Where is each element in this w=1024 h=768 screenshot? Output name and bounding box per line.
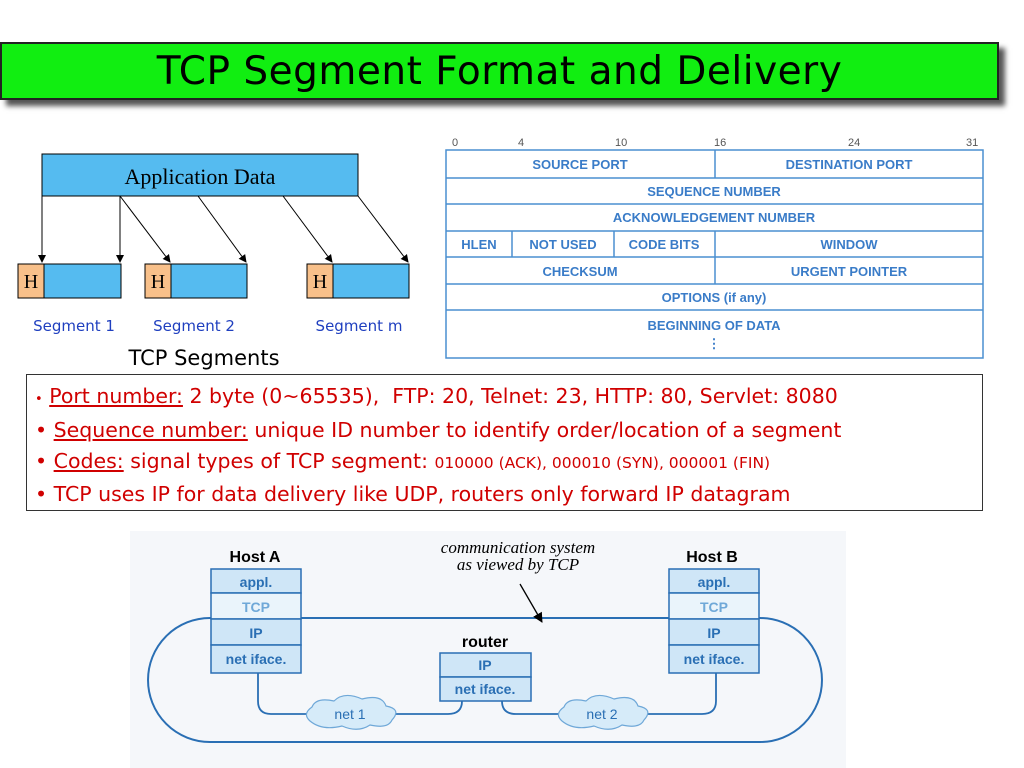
net-2-cloud: net 2 [557,694,649,730]
annotation-line-2: as viewed by TCP [457,555,579,574]
bullet-text: signal types of TCP segment: [123,449,435,473]
host-a-title: Host A [230,549,281,566]
segment-1-header-letter: H [24,271,38,293]
field-hlen: HLEN [461,237,496,252]
field-sequence-number: SEQUENCE NUMBER [647,184,781,199]
net-1-link [257,673,463,715]
segment-1-label: Segment 1 [33,317,115,335]
bullet-codes: • Codes: signal types of TCP segment: 01… [35,446,982,479]
field-acknowledgement-number: ACKNOWLEDGEMENT NUMBER [613,210,816,225]
segment-m-header [306,263,334,299]
host-b-appl-label: appl. [698,574,731,590]
router: router IP net iface. [439,634,532,702]
bullet-mark: • [35,392,43,407]
segments-caption: TCP Segments [127,346,279,370]
bullet-sequence-number: • Sequence number: unique ID number to i… [35,415,982,446]
host-b: Host B appl. TCP IP net iface. [668,549,760,674]
host-b-net-iface-label: net iface. [684,651,745,667]
segment-m-label: Segment m [316,317,403,335]
host-a-net-iface-layer [210,644,302,674]
bit-tick-0: 0 [452,137,458,149]
field-urgent-pointer: URGENT POINTER [791,264,908,279]
title-bar: TCP Segment Format and Delivery [0,42,999,100]
router-net-iface-layer [439,676,532,702]
bullet-ip-delivery: • TCP uses IP for data delivery like UDP… [35,479,982,510]
field-beginning-of-data: BEGINNING OF DATA [647,318,781,333]
net-2-label: net 2 [586,706,617,722]
host-b-ip-label: IP [707,625,720,641]
field-options: OPTIONS (if any) [662,290,767,305]
bullet-text: 2 byte (0~65535), FTP: 20, Telnet: 23, H… [182,384,838,408]
arrow-to-segment-m-right [357,195,409,263]
segment-2-header-letter: H [151,271,165,293]
field-destination-port: DESTINATION PORT [786,157,913,172]
segment-1: H [17,263,122,299]
host-a-ip-layer [210,618,302,646]
router-net-iface-label: net iface. [455,681,516,697]
host-a-tcp-label: TCP [242,599,270,615]
host-b-ip-layer [668,618,760,646]
host-a-net-iface-label: net iface. [226,651,287,667]
router-ip-label: IP [478,657,491,673]
bit-tick-31: 31 [966,137,978,149]
host-a-ip-label: IP [249,625,262,641]
segment-2-label: Segment 2 [153,317,235,335]
host-a: Host A appl. TCP IP net iface. [210,549,302,674]
host-b-net-iface-layer [668,644,760,674]
segment-m: H [306,263,410,299]
net-1-cloud: net 1 [305,694,397,730]
host-b-tcp-layer [668,592,760,620]
field-window: WINDOW [820,237,878,252]
host-a-appl-label: appl. [240,574,273,590]
host-b-tcp-label: TCP [700,599,728,615]
network-delivery-diagram: communication system as viewed by TCP Ho… [130,531,846,768]
router-title: router [462,634,508,651]
field-data-ellipsis: ⋮ [708,336,721,351]
segment-m-body [332,263,410,299]
application-data-box [41,153,359,197]
segment-m-header-letter: H [313,271,327,293]
net-2-link [501,673,717,715]
field-code-bits: CODE BITS [629,237,700,252]
bit-tick-16: 16 [714,137,726,149]
net-1-label: net 1 [334,706,365,722]
tcp-view-loop [147,617,823,743]
field-source-port: SOURCE PORT [532,157,627,172]
segment-2: H [144,263,248,299]
arrow-to-segment-2-right [197,195,247,263]
bullet-port-number: • Port number: 2 byte (0~65535), FTP: 20… [35,381,982,415]
host-b-title: Host B [686,549,738,566]
bullet-codes-values: 010000 (ACK), 000010 (SYN), 000001 (FIN) [434,454,771,472]
host-b-appl-layer [668,568,760,594]
bit-tick-4: 4 [518,137,524,149]
segment-1-body [43,263,122,299]
annotation-line-1: communication system [441,538,595,557]
arrow-to-segment-2-left [119,195,171,263]
bullet-mark: • [35,482,48,506]
segmentation-diagram: Application Data H H H Segment 1 Segment… [17,153,410,370]
notes-box: • Port number: 2 byte (0~65535), FTP: 20… [26,374,983,511]
segment-2-header [144,263,172,299]
bullet-mark: • [35,449,48,473]
bit-tick-10: 10 [615,137,627,149]
annotation-arrow [519,583,543,623]
bullet-term: Codes: [53,449,124,473]
bullet-mark: • [35,418,48,442]
slide-title: TCP Segment Format and Delivery [156,48,843,94]
bullet-term: Sequence number: [53,418,248,442]
host-a-appl-layer [210,568,302,594]
tcp-header-format: 0 4 10 16 24 31 SOURCE PORT DESTINATION … [445,137,984,359]
application-data-label: Application Data [125,164,276,189]
segment-2-body [170,263,248,299]
bullet-term: Port number: [49,384,183,408]
field-checksum: CHECKSUM [542,264,617,279]
bullet-text: unique ID number to identify order/locat… [247,418,842,442]
arrow-to-segment-m-left [282,195,333,263]
bit-tick-24: 24 [848,137,860,149]
bullet-text: TCP uses IP for data delivery like UDP, … [53,482,791,506]
field-not-used: NOT USED [529,237,596,252]
